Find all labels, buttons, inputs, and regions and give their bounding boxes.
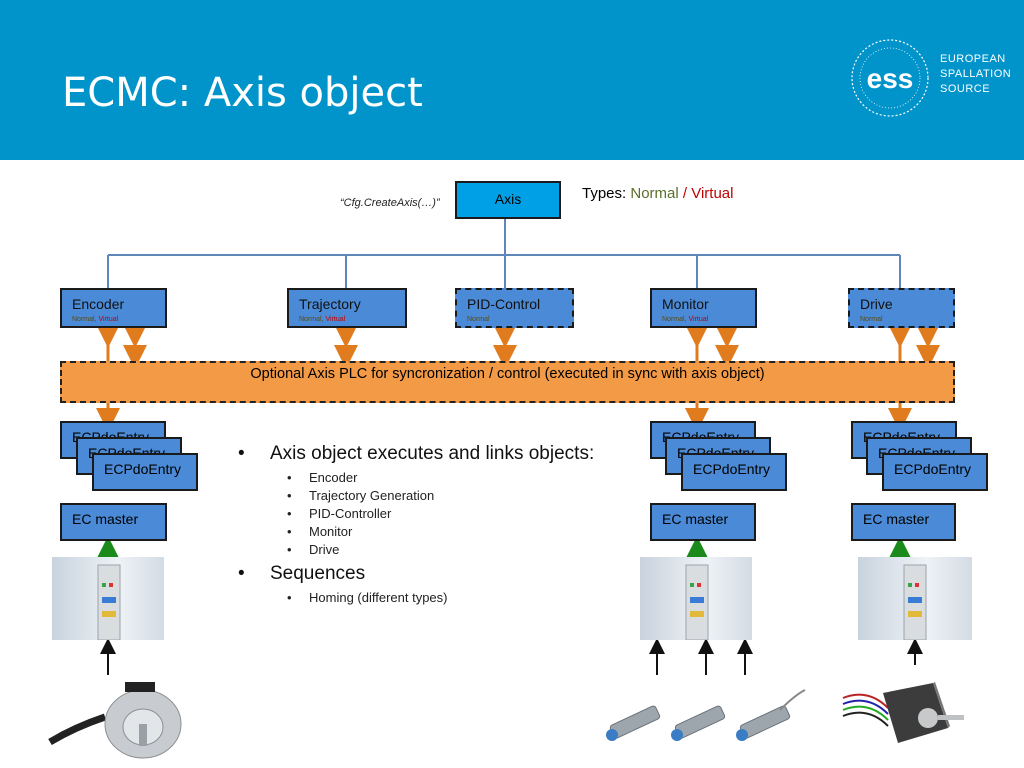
bullet-item: Sequences: [232, 563, 632, 585]
pdo-entry-box: ECPdoEntry: [882, 453, 988, 491]
bullet-list: Axis object executes and links objects: …: [232, 443, 632, 607]
stepper-motor-image: [842, 682, 964, 743]
slide-title: ECMC: Axis object: [62, 70, 423, 116]
ec-master-box: EC master: [650, 503, 756, 541]
monitor-node: Monitor Normal, Virtual: [650, 288, 757, 328]
ec-master-box: EC master: [60, 503, 167, 541]
ess-logo-icon: ess: [851, 39, 929, 117]
sub-bullet-item: Encoder: [232, 469, 632, 487]
ethercat-terminal-image: [858, 557, 972, 641]
encoder-node: Encoder Normal, Virtual: [60, 288, 167, 328]
axis-node: Axis: [455, 181, 561, 219]
ethercat-terminal-image: [52, 557, 164, 641]
pid-control-node: PID-Control Normal: [455, 288, 574, 328]
pdo-entry-box: ECPdoEntry: [92, 453, 198, 491]
proximity-sensors-image: [606, 689, 806, 741]
svg-text:ess: ess: [867, 63, 914, 94]
header-bar: ECMC: Axis object ess EUROPEAN SPALLATIO…: [0, 0, 1024, 160]
sub-bullet-item: Trajectory Generation: [232, 487, 632, 505]
pdo-entry-box: ECPdoEntry: [681, 453, 787, 491]
create-axis-command: “Cfg.CreateAxis(…)”: [340, 197, 440, 209]
sub-bullet-item: Homing (different types): [232, 589, 632, 607]
axis-types: Types: Normal / Virtual: [582, 185, 734, 202]
bullet-item: Axis object executes and links objects:: [232, 443, 632, 465]
terminal-icon: [903, 564, 927, 641]
trajectory-node: Trajectory Normal, Virtual: [287, 288, 407, 328]
ethercat-terminal-image: [640, 557, 752, 641]
terminal-icon: [685, 564, 709, 641]
rotary-encoder-image: [48, 682, 182, 759]
drive-node: Drive Normal: [848, 288, 955, 328]
sub-bullet-item: PID-Controller: [232, 505, 632, 523]
ess-logo-text: EUROPEAN SPALLATION SOURCE: [940, 53, 1012, 95]
ess-logo: ess EUROPEAN SPALLATION SOURCE: [848, 36, 1018, 120]
ec-master-box: EC master: [851, 503, 956, 541]
sub-bullet-item: Monitor: [232, 523, 632, 541]
sub-bullet-item: Drive: [232, 541, 632, 559]
axis-plc-bar: Optional Axis PLC for syncronization / c…: [60, 361, 955, 403]
terminal-icon: [97, 564, 121, 641]
